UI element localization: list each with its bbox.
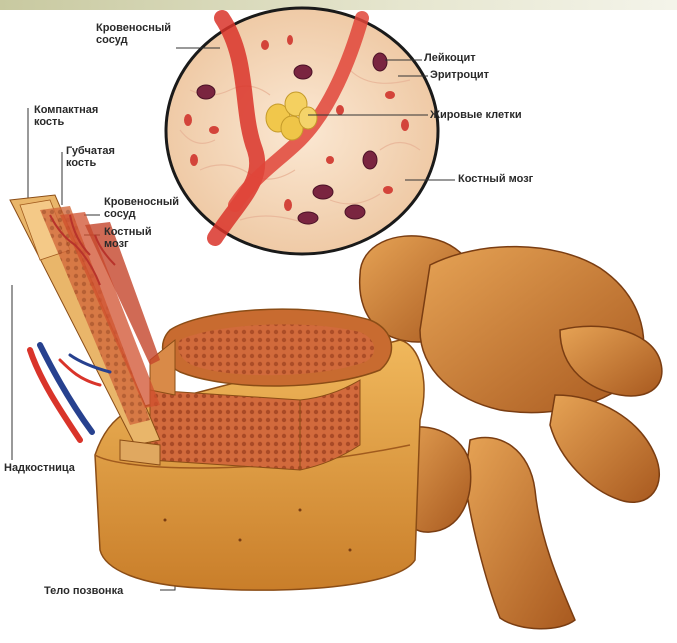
label-periosteum: Надкостница	[4, 462, 75, 474]
label-blood-vessel-left: Кровеносный сосуд	[104, 196, 188, 220]
label-spongy-bone: Губчатая кость	[66, 145, 130, 169]
label-blood-vessel-top: Кровеносный сосуд	[96, 22, 186, 46]
label-compact-bone: Компактная кость	[34, 104, 108, 128]
magnified-bone-marrow	[166, 8, 438, 254]
label-bone-marrow-left: Костный мозг	[104, 226, 176, 250]
label-bone-marrow-right: Костный мозг	[458, 173, 533, 185]
label-vertebral-body: Тело позвонка	[44, 585, 123, 597]
label-fat-cells: Жировые клетки	[430, 109, 522, 121]
label-erythrocyte: Эритроцит	[430, 69, 489, 81]
label-leukocyte: Лейкоцит	[424, 52, 476, 64]
